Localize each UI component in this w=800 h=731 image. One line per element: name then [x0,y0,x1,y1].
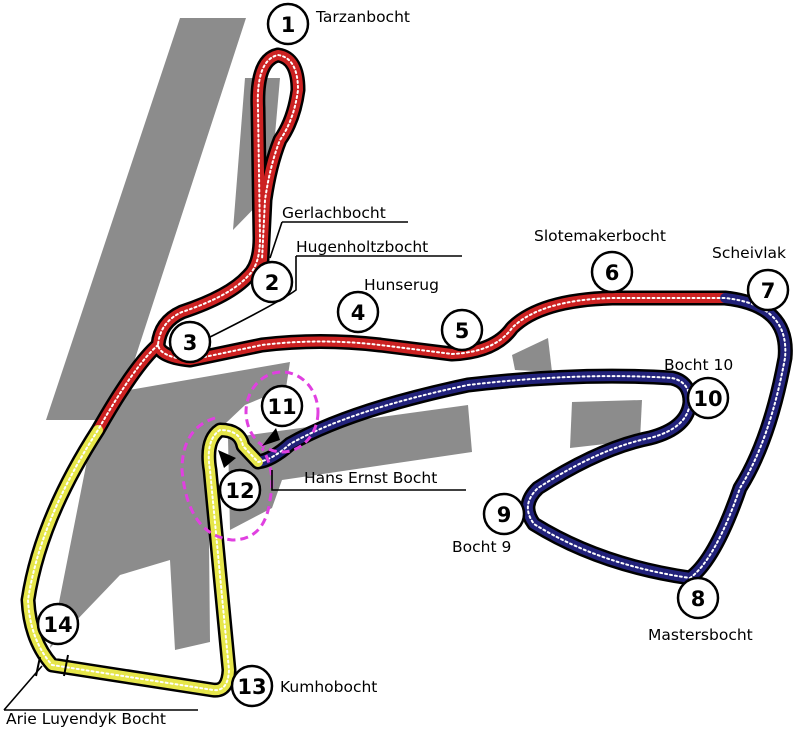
svg-text:7: 7 [761,279,776,303]
svg-text:4: 4 [351,301,366,325]
corner-8-marker: 8 [676,576,720,620]
corner-1-name: Tarzanbocht [315,8,410,26]
corner-2-name: Gerlachbocht [282,204,386,222]
corner-4-name: Hunserug [364,276,439,294]
arrow-icon [218,450,236,468]
corner-6-marker: 6 [590,250,634,294]
corner-5-marker: 5 [440,308,484,352]
corner-10-name: Bocht 10 [664,356,733,374]
corner-3-name: Hugenholtzbocht [296,238,428,256]
corner-6-name: Slotemakerbocht [534,227,666,245]
main-straight-area [46,18,246,420]
corner-4-marker: 4 [336,290,380,334]
svg-text:9: 9 [497,503,512,527]
svg-text:6: 6 [605,261,620,285]
svg-text:3: 3 [183,331,198,355]
paddock-areas [46,18,642,650]
svg-text:12: 12 [225,479,254,503]
leader-lines [3,221,466,711]
svg-text:13: 13 [237,675,266,699]
corner-9-name: Bocht 9 [452,538,511,556]
corner-12-marker: 12 [218,468,262,512]
svg-text:14: 14 [43,613,72,637]
corner-13-name: Kumhobocht [280,678,377,696]
svg-text:5: 5 [455,319,470,343]
corner-7-name: Scheivlak [712,244,786,262]
corner-11-marker: 11 [260,384,304,428]
svg-text:1: 1 [281,13,296,37]
corner-14-name: Arie Luyendyk Bocht [6,710,166,728]
corner-12-name: Hans Ernst Bocht [304,469,437,487]
svg-text:8: 8 [691,587,706,611]
corner-3-marker: 3 [168,320,212,364]
corner-1-marker: 1 [266,2,310,46]
central-paddock-area [50,362,290,650]
track-centre-dots [27,54,787,692]
svg-text:10: 10 [693,387,722,411]
corner-2-marker: 2 [250,260,294,304]
svg-text:2: 2 [265,271,280,295]
slotemaker-inner-area [512,338,552,372]
arrow-icon [262,428,280,446]
drs-zone [180,370,320,542]
corner-14-marker: 14 [36,602,80,646]
bocht10-inner-area [570,400,642,448]
corner-13-marker: 13 [230,664,274,708]
corner-8-name: Mastersbocht [648,626,753,644]
svg-text:11: 11 [267,395,296,419]
corner-7-marker: 7 [746,268,790,312]
track [20,47,793,698]
corner-9-marker: 9 [482,492,526,536]
direction-arrows [218,428,280,468]
corner-10-marker: 10 [686,376,730,420]
